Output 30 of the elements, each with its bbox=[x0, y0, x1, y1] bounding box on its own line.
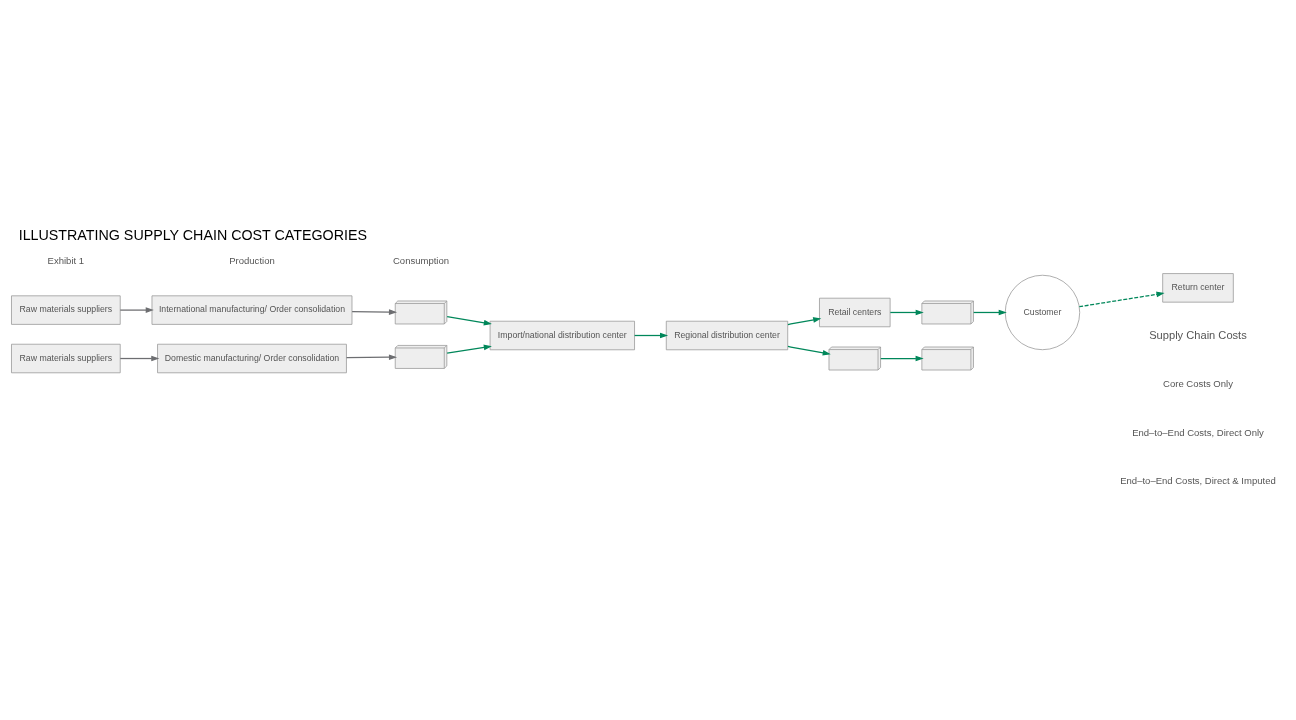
arrow bbox=[973, 309, 1007, 315]
node-circle: Customer bbox=[1004, 274, 1081, 350]
node-box: Return center bbox=[1162, 272, 1234, 303]
label: End–to–End Costs, Direct Only bbox=[1132, 426, 1264, 438]
arrow bbox=[787, 316, 822, 325]
label: Core Costs Only bbox=[1163, 377, 1233, 389]
node-box: Domestic manufacturing/ Order consolidation bbox=[157, 343, 347, 373]
label: End–to–End Costs, Direct & Imputed bbox=[1120, 474, 1276, 486]
arrow bbox=[1078, 291, 1165, 307]
node-box: Retail centers bbox=[819, 297, 891, 327]
label: Consumption bbox=[393, 254, 450, 266]
diagram-title: ILLUSTRATING SUPPLY CHAIN COST CATEGORIES bbox=[18, 226, 367, 243]
arrow bbox=[119, 306, 154, 313]
node-box: Raw materials suppliers bbox=[11, 343, 121, 373]
arrow bbox=[787, 345, 831, 356]
arrow bbox=[351, 308, 398, 315]
arrow bbox=[119, 355, 160, 361]
arrow bbox=[889, 309, 924, 315]
node-box: Regional distribution center bbox=[665, 320, 789, 350]
arrow bbox=[446, 315, 492, 325]
node-box: Import/national distribution center bbox=[489, 320, 635, 350]
label: Exhibit 1 bbox=[47, 254, 85, 266]
arrow bbox=[345, 353, 398, 360]
label: Supply Chain Costs bbox=[1149, 328, 1247, 341]
arrow bbox=[446, 344, 492, 354]
node-box: International manufacturing/ Order consolidation bbox=[151, 294, 353, 325]
arrow bbox=[634, 332, 669, 338]
node-box: Raw materials suppliers bbox=[11, 294, 121, 325]
label: Production bbox=[229, 254, 275, 266]
arrow bbox=[880, 355, 924, 361]
